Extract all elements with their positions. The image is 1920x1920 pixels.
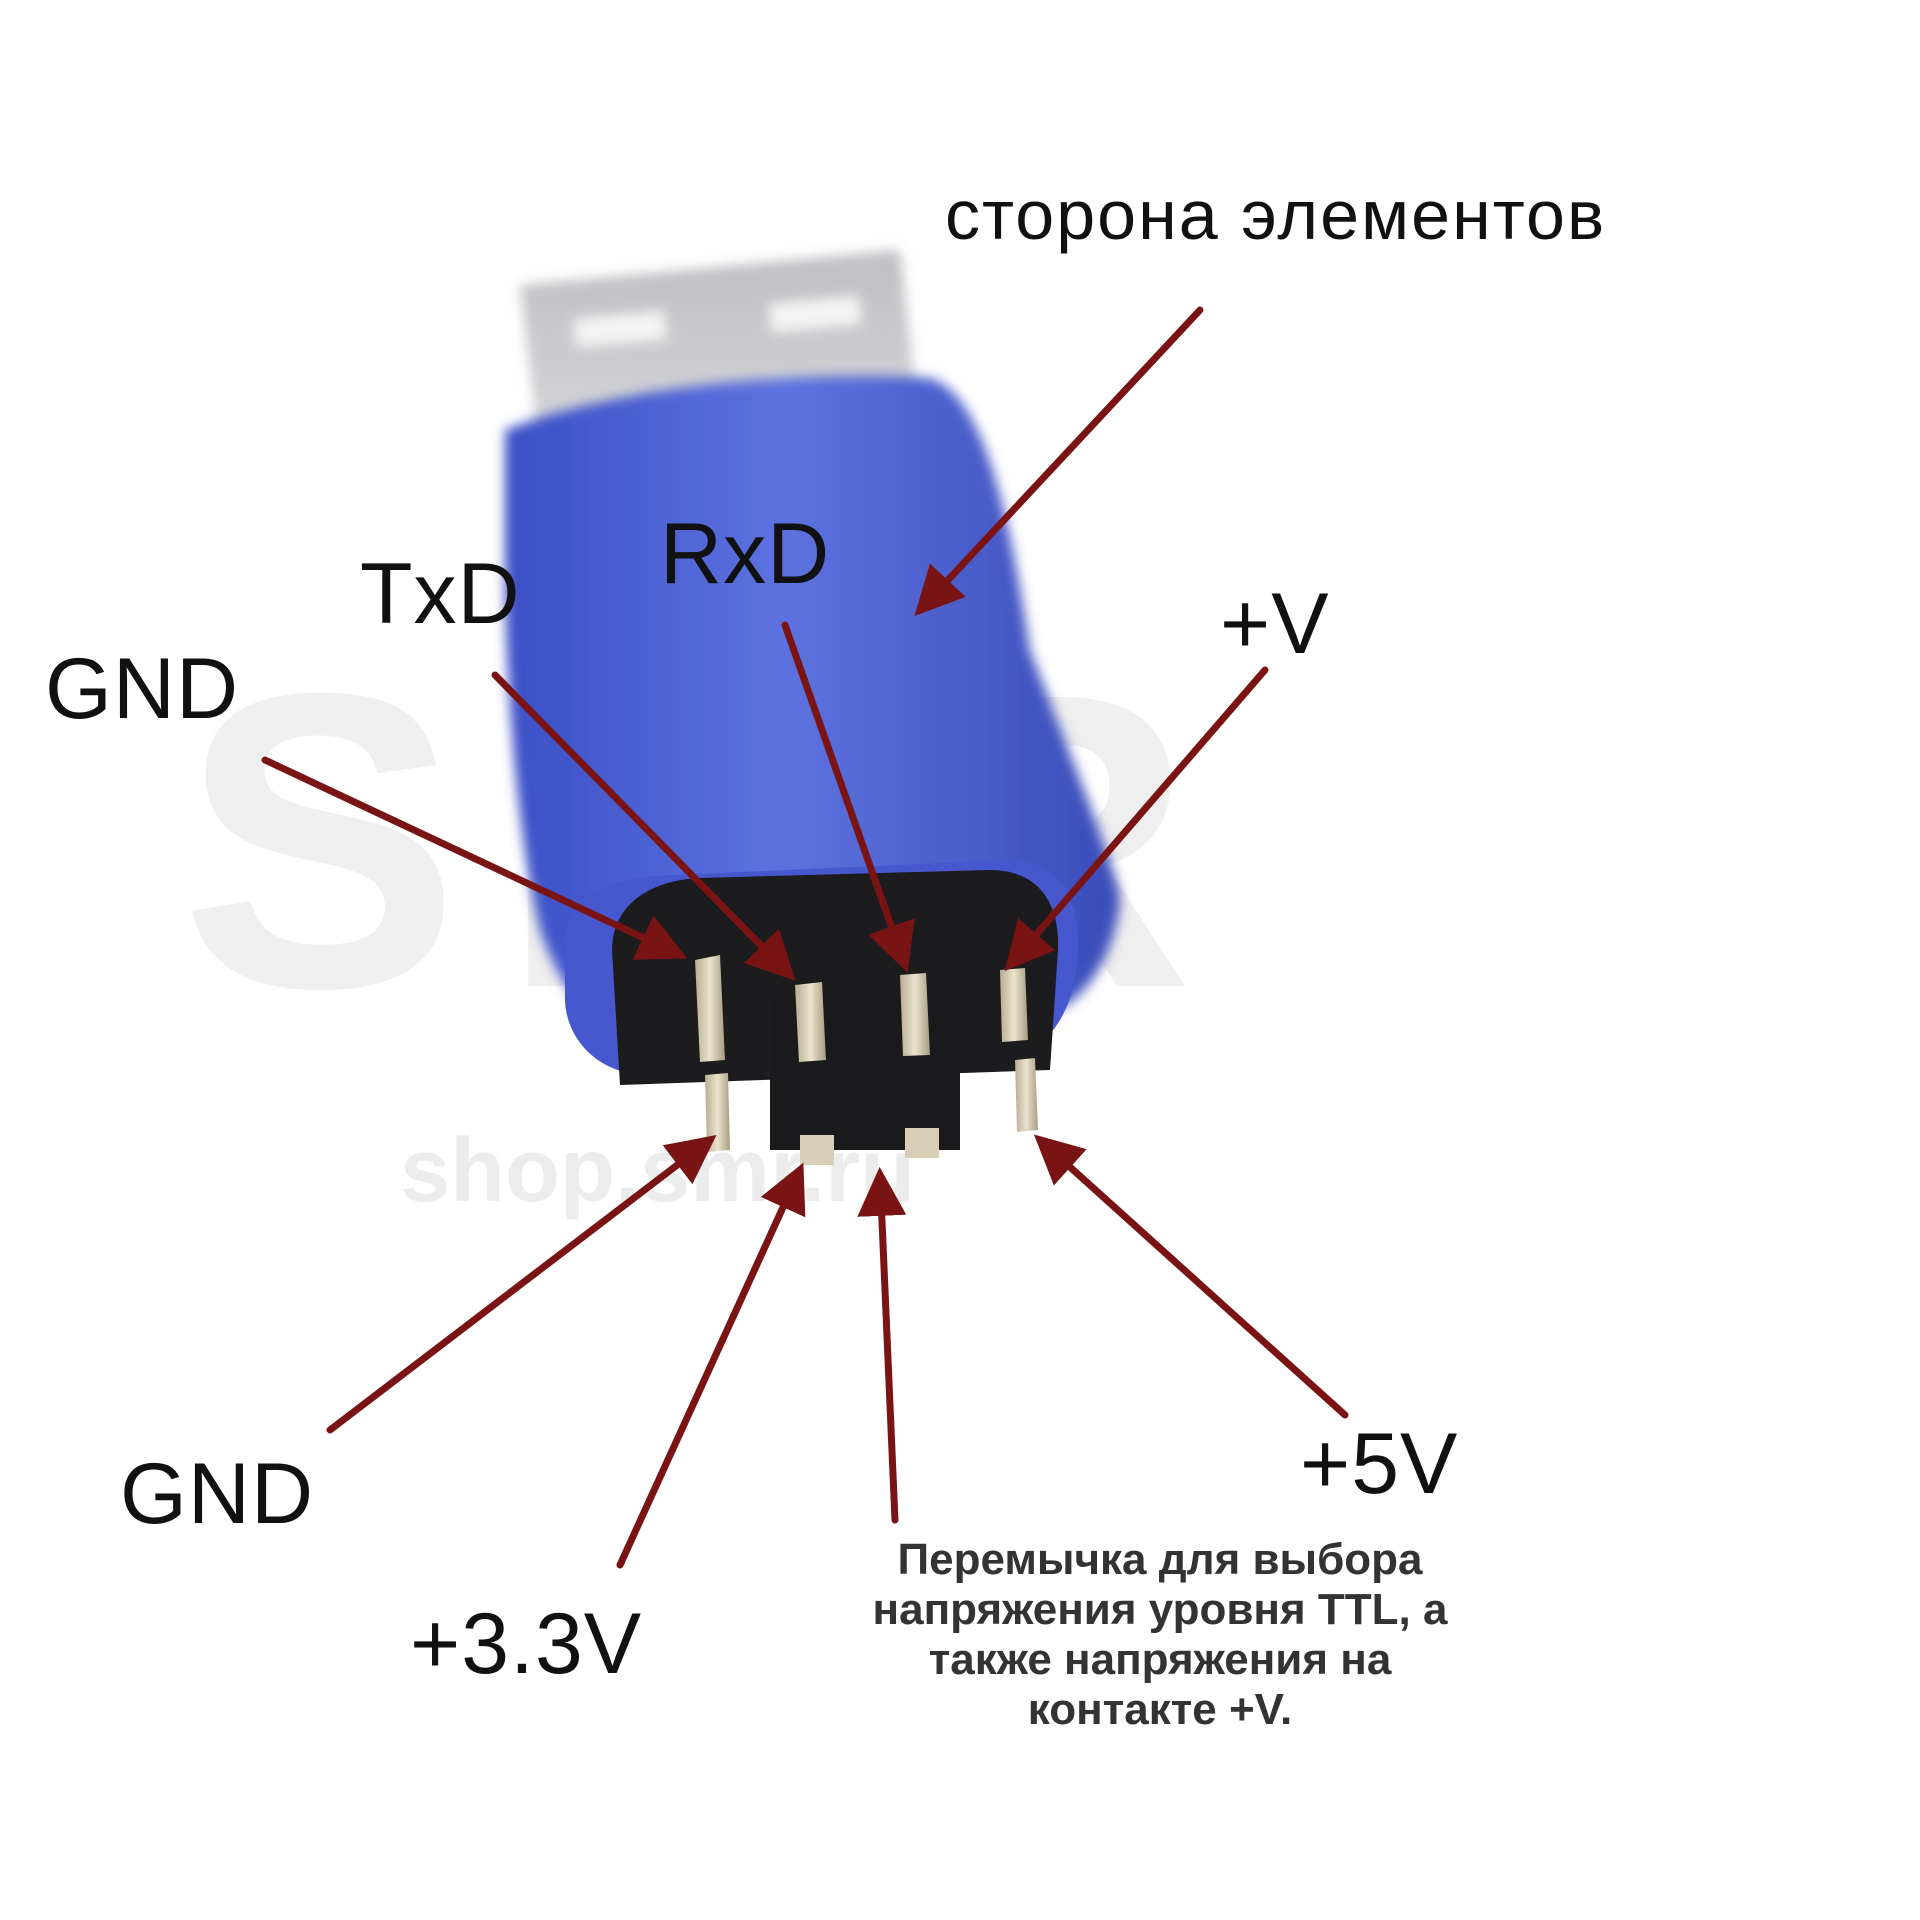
arrow-txd xyxy=(491,671,796,981)
label-gnd-top: GND xyxy=(45,641,240,737)
label-plus-3v3: +3.3V xyxy=(410,1596,643,1692)
arrow-plus-v xyxy=(1004,666,1269,972)
label-component-side: сторона элементов xyxy=(945,176,1607,254)
arrow-gnd-top xyxy=(261,756,688,960)
pin-plus-5v xyxy=(1015,1058,1038,1132)
arrow-plus-5v xyxy=(1033,1134,1349,1419)
jumper-note-line: Перемычка для выбора xyxy=(897,1535,1423,1584)
pin-header xyxy=(612,870,1059,1165)
pin-rxd xyxy=(900,973,930,1056)
label-txd: TxD xyxy=(360,546,521,642)
jumper-note-line: напряжения уровня TTL, а xyxy=(872,1585,1448,1634)
jumper-note: Перемычка для выбора напряжения уровня T… xyxy=(790,1535,1530,1735)
pin-txd xyxy=(795,982,826,1062)
pin-plus-v xyxy=(1000,968,1028,1042)
arrow-plus-3v3 xyxy=(616,1162,806,1569)
arrow-component-side xyxy=(914,306,1204,616)
label-gnd-bottom: GND xyxy=(120,1446,315,1542)
arrow-rxd xyxy=(781,621,915,973)
arrow-set xyxy=(261,306,1349,1569)
label-plus-5v: +5V xyxy=(1300,1416,1459,1512)
label-rxd: RxD xyxy=(660,506,831,602)
pin-set xyxy=(695,955,1038,1152)
jumper-note-line: также напряжения на xyxy=(928,1635,1392,1684)
arrow-gnd-bottom xyxy=(326,1135,717,1434)
jumper-note-line: контакте +V. xyxy=(1027,1685,1293,1734)
arrow-jumper xyxy=(857,1166,907,1524)
label-plus-v: +V xyxy=(1220,576,1330,672)
pin-gnd-bottom xyxy=(705,1073,730,1152)
pin-gnd-top xyxy=(695,955,725,1062)
